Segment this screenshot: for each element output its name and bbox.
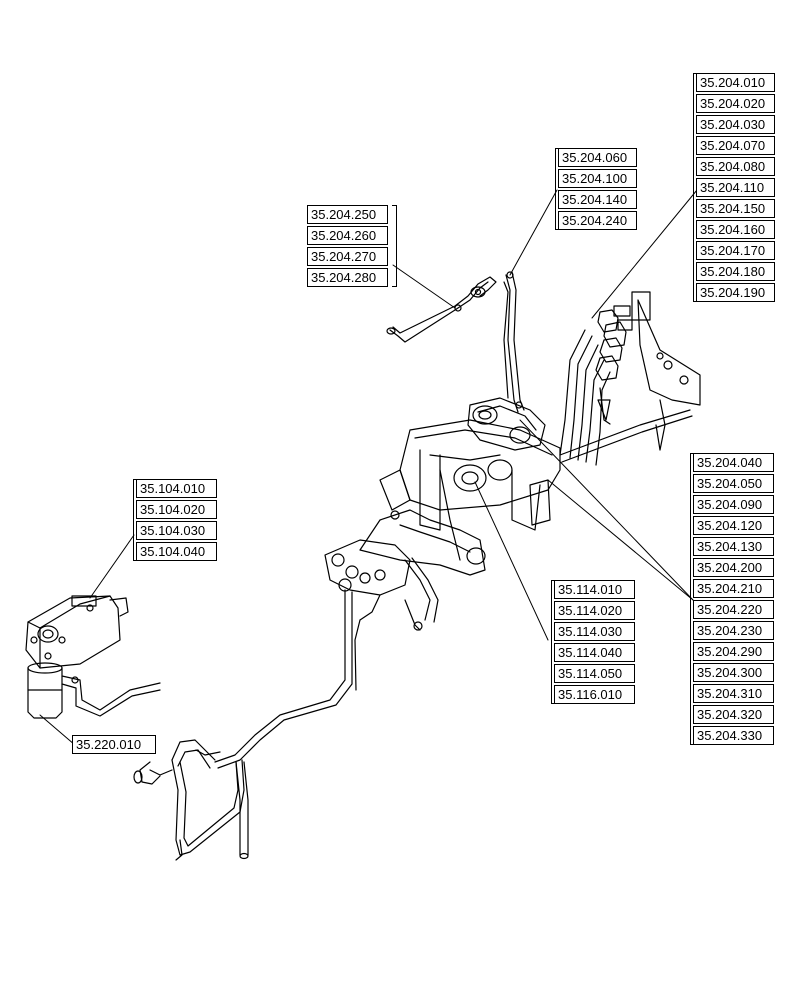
part-ref[interactable]: 35.104.020 bbox=[136, 500, 217, 519]
part-ref[interactable]: 35.204.070 bbox=[696, 136, 775, 155]
bracket bbox=[392, 205, 397, 287]
part-ref[interactable]: 35.204.060 bbox=[558, 148, 637, 167]
part-ref[interactable]: 35.204.190 bbox=[696, 283, 775, 302]
bracket bbox=[555, 148, 560, 230]
part-ref[interactable]: 35.114.020 bbox=[554, 601, 635, 620]
control-lever-bank bbox=[559, 291, 701, 466]
part-ref[interactable]: 35.204.040 bbox=[693, 453, 774, 472]
part-ref[interactable]: 35.204.250 bbox=[307, 205, 388, 224]
ref-list: 35.104.010 35.104.020 35.104.030 35.104.… bbox=[136, 479, 217, 561]
hydraulic-pipes bbox=[133, 589, 361, 861]
main-valve-frame bbox=[359, 397, 561, 576]
part-ref[interactable]: 35.204.150 bbox=[696, 199, 775, 218]
part-ref[interactable]: 35.204.160 bbox=[696, 220, 775, 239]
callout-group-center: 35.114.010 35.114.020 35.114.030 35.114.… bbox=[551, 580, 635, 704]
part-ref[interactable]: 35.204.210 bbox=[693, 579, 774, 598]
part-ref[interactable]: 35.204.140 bbox=[558, 190, 637, 209]
callout-group-right: 35.204.040 35.204.050 35.204.090 35.204.… bbox=[690, 453, 774, 745]
part-ref[interactable]: 35.204.230 bbox=[693, 621, 774, 640]
bracket bbox=[690, 453, 695, 745]
part-ref[interactable]: 35.204.220 bbox=[693, 600, 774, 619]
bracket bbox=[551, 580, 556, 704]
part-ref[interactable]: 35.204.260 bbox=[307, 226, 388, 245]
part-ref[interactable]: 35.204.130 bbox=[693, 537, 774, 556]
callout-group-top-center: 35.204.060 35.204.100 35.204.140 35.204.… bbox=[555, 148, 637, 230]
part-ref[interactable]: 35.204.020 bbox=[696, 94, 775, 113]
part-ref[interactable]: 35.204.200 bbox=[693, 558, 774, 577]
part-ref[interactable]: 35.114.040 bbox=[554, 643, 635, 662]
bracket bbox=[133, 479, 138, 561]
part-ref[interactable]: 35.204.050 bbox=[693, 474, 774, 493]
part-ref[interactable]: 35.204.240 bbox=[558, 211, 637, 230]
leader-lines bbox=[39, 189, 698, 746]
pump-and-filter bbox=[25, 595, 161, 719]
ref-list: 35.204.060 35.204.100 35.204.140 35.204.… bbox=[558, 148, 637, 230]
part-ref[interactable]: 35.204.320 bbox=[693, 705, 774, 724]
front-valve-cluster bbox=[324, 539, 439, 631]
ref-list: 35.204.040 35.204.050 35.204.090 35.204.… bbox=[693, 453, 774, 745]
part-ref[interactable]: 35.114.050 bbox=[554, 664, 635, 683]
ref-list: 35.204.010 35.204.020 35.204.030 35.204.… bbox=[696, 73, 775, 302]
part-ref[interactable]: 35.204.120 bbox=[693, 516, 774, 535]
lever-rod bbox=[386, 276, 497, 343]
part-ref[interactable]: 35.204.290 bbox=[693, 642, 774, 661]
part-ref[interactable]: 35.204.170 bbox=[696, 241, 775, 260]
part-ref[interactable]: 35.204.280 bbox=[307, 268, 388, 287]
part-ref[interactable]: 35.114.010 bbox=[554, 580, 635, 599]
callout-group-bottom-left: 35.220.010 bbox=[72, 735, 156, 754]
part-ref[interactable]: 35.204.110 bbox=[696, 178, 775, 197]
part-ref[interactable]: 35.204.300 bbox=[693, 663, 774, 682]
callout-group-top-right: 35.204.010 35.204.020 35.204.030 35.204.… bbox=[693, 73, 775, 302]
part-ref[interactable]: 35.204.100 bbox=[558, 169, 637, 188]
callout-group-top-left: 35.204.250 35.204.260 35.204.270 35.204.… bbox=[307, 205, 397, 287]
part-ref[interactable]: 35.204.010 bbox=[696, 73, 775, 92]
part-ref[interactable]: 35.204.180 bbox=[696, 262, 775, 281]
part-ref[interactable]: 35.220.010 bbox=[72, 735, 156, 754]
control-rods bbox=[503, 271, 525, 413]
part-ref[interactable]: 35.116.010 bbox=[554, 685, 635, 704]
ref-list: 35.114.010 35.114.020 35.114.030 35.114.… bbox=[554, 580, 635, 704]
part-ref[interactable]: 35.204.330 bbox=[693, 726, 774, 745]
part-ref[interactable]: 35.114.030 bbox=[554, 622, 635, 641]
ref-list: 35.204.250 35.204.260 35.204.270 35.204.… bbox=[307, 205, 388, 287]
callout-group-left: 35.104.010 35.104.020 35.104.030 35.104.… bbox=[133, 479, 217, 561]
part-ref[interactable]: 35.204.080 bbox=[696, 157, 775, 176]
part-ref[interactable]: 35.204.310 bbox=[693, 684, 774, 703]
part-ref[interactable]: 35.204.090 bbox=[693, 495, 774, 514]
part-ref[interactable]: 35.204.270 bbox=[307, 247, 388, 266]
part-ref[interactable]: 35.104.030 bbox=[136, 521, 217, 540]
bracket bbox=[693, 73, 698, 302]
part-ref[interactable]: 35.104.010 bbox=[136, 479, 217, 498]
part-ref[interactable]: 35.204.030 bbox=[696, 115, 775, 134]
part-ref[interactable]: 35.104.040 bbox=[136, 542, 217, 561]
